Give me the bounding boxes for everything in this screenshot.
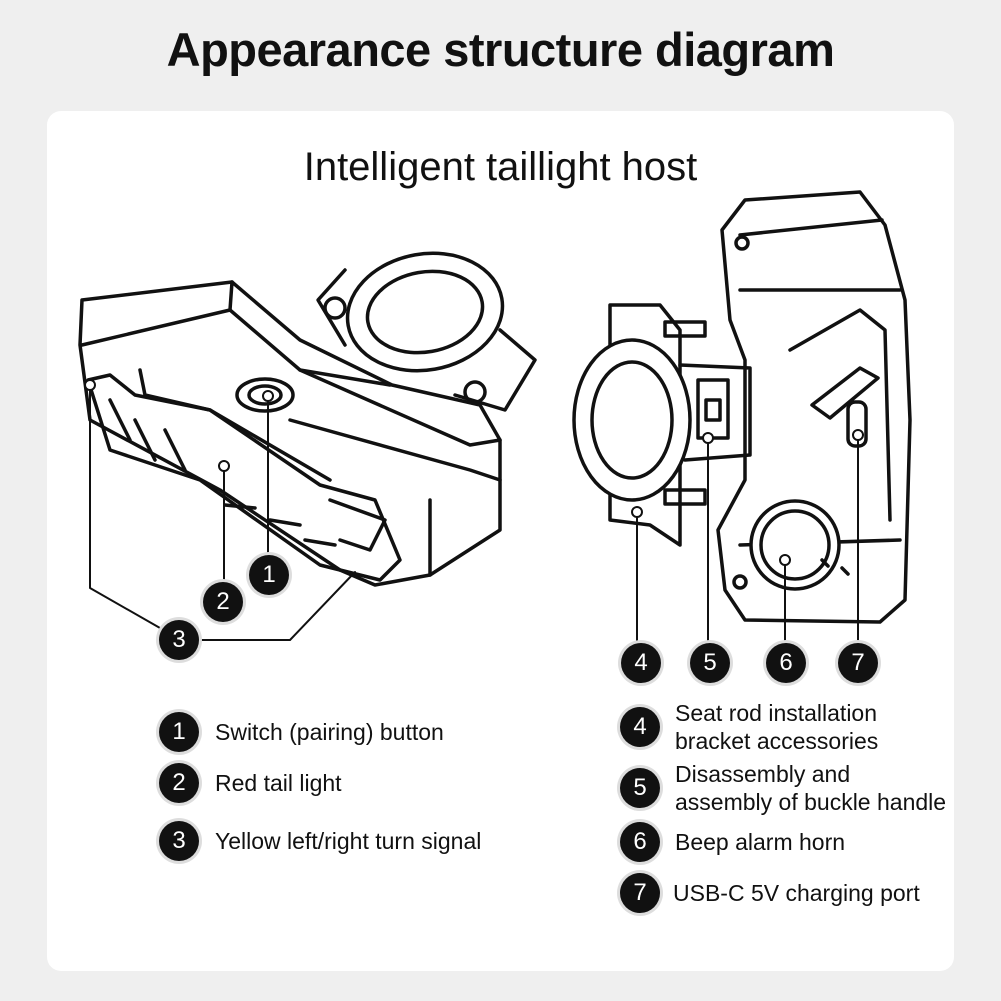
bracket-illustration xyxy=(572,190,912,646)
marker-7: 7 xyxy=(838,643,878,683)
marker-2: 2 xyxy=(203,582,243,622)
legend-text: Switch (pairing) button xyxy=(215,719,444,745)
legend-text: Disassembly and assembly of buckle handl… xyxy=(675,761,947,815)
legend-item-7: 7 USB-C 5V charging port xyxy=(620,873,943,913)
legend-item-4: 4 Seat rod installation bracket accessor… xyxy=(620,699,890,755)
legend-badge: 1 xyxy=(159,712,199,752)
marker-6: 6 xyxy=(766,643,806,683)
legend-badge: 6 xyxy=(620,822,660,862)
marker-4: 4 xyxy=(621,643,661,683)
legend-item-5: 5 Disassembly and assembly of buckle han… xyxy=(620,760,950,816)
legend-badge: 4 xyxy=(620,707,660,747)
marker-5: 5 xyxy=(690,643,730,683)
taillight-host-illustration xyxy=(78,251,537,641)
marker-1: 1 xyxy=(249,555,289,595)
legend-text: Seat rod installation bracket accessorie… xyxy=(675,700,879,754)
legend-text: Beep alarm horn xyxy=(675,829,846,855)
legend-badge: 5 xyxy=(620,768,660,808)
marker-3: 3 xyxy=(159,620,199,660)
legend-item-6: 6 Beep alarm horn xyxy=(620,822,935,862)
diagram-subtitle: Intelligent taillight host xyxy=(303,145,698,189)
legend-badge: 3 xyxy=(159,821,199,861)
page-title: Appearance structure diagram xyxy=(166,23,835,76)
legend-item-2: 2 Red tail light xyxy=(159,763,475,803)
legend-badge: 2 xyxy=(159,763,199,803)
legend-item-1: 1 Switch (pairing) button xyxy=(159,712,475,752)
legend-item-3: 3 Yellow left/right turn signal xyxy=(159,821,515,861)
legend-text: Yellow left/right turn signal xyxy=(215,828,482,854)
legend-text: USB-C 5V charging port xyxy=(673,880,920,906)
legend-text: Red tail light xyxy=(215,770,342,796)
legend-badge: 7 xyxy=(620,873,660,913)
